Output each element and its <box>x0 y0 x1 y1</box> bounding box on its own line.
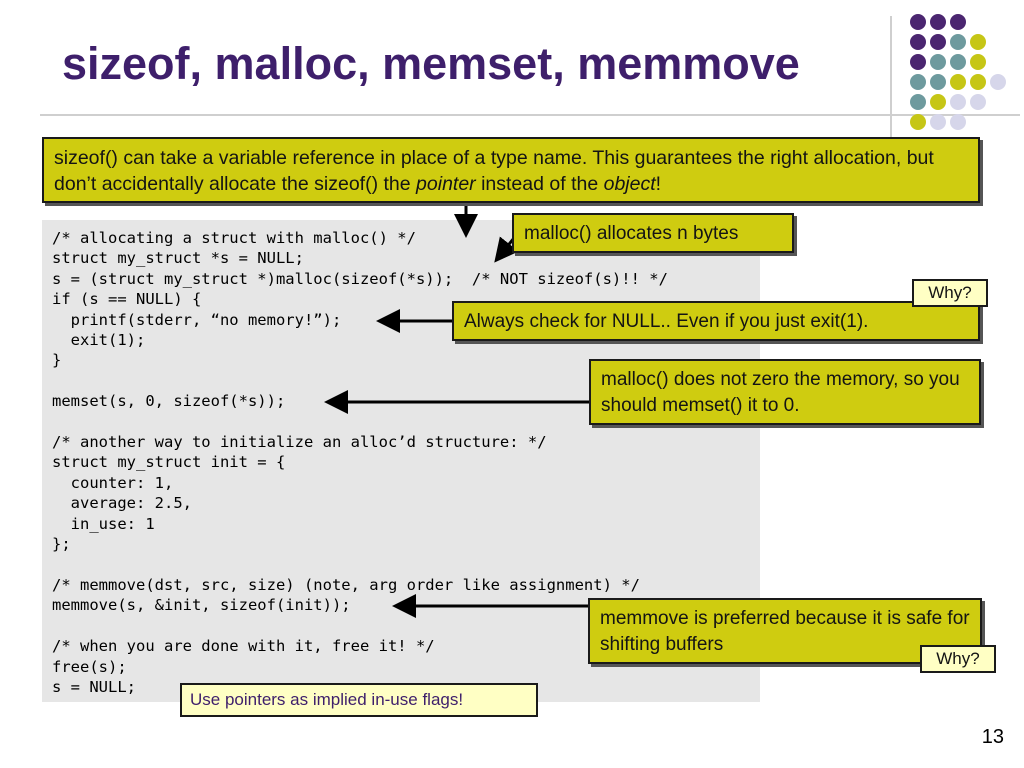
code-line: memmove(s, &init, sizeof(init)); <box>52 596 351 615</box>
decorative-dot <box>950 54 966 70</box>
decorative-dot <box>950 114 966 130</box>
code-line: } <box>52 351 62 370</box>
sizeof-callout-object: object <box>603 173 656 195</box>
horizontal-divider <box>40 114 1020 116</box>
code-line: counter: 1, <box>52 473 174 492</box>
page-number: 13 <box>981 726 1004 748</box>
code-line: memset(s, 0, sizeof(*s)); <box>52 392 286 411</box>
sizeof-callout-text-3: ! <box>655 173 662 195</box>
code-line: /* another way to initialize an alloc’d … <box>52 433 547 452</box>
in-use-flags-note: Use pointers as implied in-use flags! <box>180 683 538 717</box>
decorative-dot <box>990 74 1006 90</box>
code-line: struct my_struct init = { <box>52 453 286 472</box>
code-line: free(s); <box>52 657 127 676</box>
decorative-dot <box>950 34 966 50</box>
memset-callout: malloc() does not zero the memory, so yo… <box>589 359 981 425</box>
code-line: /* allocating a struct with malloc() */ <box>52 229 416 247</box>
malloc-callout: malloc() allocates n bytes <box>512 213 794 253</box>
arrow-malloc <box>494 236 519 263</box>
why-box-1: Why? <box>912 279 988 307</box>
decorative-dot <box>910 14 926 30</box>
code-line: /* when you are done with it, free it! *… <box>52 637 435 656</box>
decorative-dot <box>930 114 946 130</box>
decorative-dot <box>950 94 966 110</box>
decorative-dot <box>930 34 946 50</box>
decorative-dot <box>910 94 926 110</box>
decorative-dot <box>950 14 966 30</box>
sizeof-callout: sizeof() can take a variable reference i… <box>42 137 980 203</box>
decorative-dot <box>910 114 926 130</box>
decorative-dot <box>970 54 986 70</box>
sizeof-callout-text-2: instead of the <box>475 173 604 195</box>
code-line: s = (struct my_struct *)malloc(sizeof(*s… <box>52 269 668 288</box>
code-line: printf(stderr, “no memory!”); <box>52 310 342 329</box>
code-listing: /* allocating a struct with malloc() */ s… <box>52 228 668 697</box>
decorative-dot <box>970 34 986 50</box>
decorative-dot <box>910 54 926 70</box>
decorative-dot <box>930 14 946 30</box>
dot-grid-decoration <box>910 14 1020 144</box>
sizeof-callout-pointer: pointer <box>416 173 476 195</box>
decorative-dot <box>930 94 946 110</box>
code-line: average: 2.5, <box>52 494 192 513</box>
code-line: s = NULL; <box>52 677 136 696</box>
decorative-dot <box>970 74 986 90</box>
code-line: }; <box>52 535 71 554</box>
null-check-callout: Always check for NULL.. Even if you just… <box>452 301 980 341</box>
code-line: /* memmove(dst, src, size) (note, arg or… <box>52 575 640 594</box>
why-box-2: Why? <box>920 645 996 673</box>
code-line: if (s == NULL) { <box>52 290 202 309</box>
decorative-dot <box>970 94 986 110</box>
vertical-divider <box>890 16 892 146</box>
code-line: in_use: 1 <box>52 514 155 533</box>
decorative-dot <box>910 74 926 90</box>
decorative-dot <box>910 34 926 50</box>
code-line: exit(1); <box>52 331 146 350</box>
memmove-callout: memmove is preferred because it is safe … <box>588 598 982 664</box>
slide-title: sizeof, malloc, memset, memmove <box>62 38 800 89</box>
decorative-dot <box>930 74 946 90</box>
code-line: struct my_struct *s = NULL; <box>52 249 304 268</box>
decorative-dot <box>950 74 966 90</box>
decorative-dot <box>930 54 946 70</box>
sizeof-callout-text: sizeof() can take a variable reference i… <box>54 147 934 195</box>
